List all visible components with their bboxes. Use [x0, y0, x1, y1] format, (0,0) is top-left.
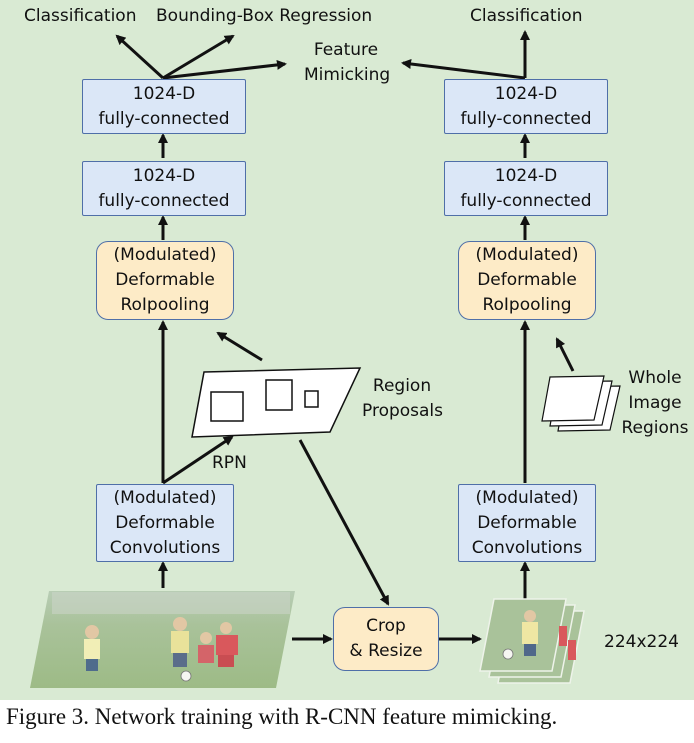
mimicking-arrow — [401, 30, 530, 80]
crop-resize-box: Crop & Resize — [333, 607, 439, 671]
left-classification-label: Classification — [24, 6, 137, 26]
feature-mimicking-label: Feature Mimicking — [304, 40, 391, 85]
figure-caption: Figure 3. Network training with R-CNN fe… — [6, 704, 558, 729]
rpn-label: RPN — [212, 453, 247, 473]
left-conv-box: (Modulated) Deformable Convolutions — [96, 484, 234, 562]
right-fc1-box: 1024-D fully-connected — [444, 161, 608, 216]
size-label: 224x224 — [604, 632, 679, 652]
region-proposals-graphic — [191, 367, 362, 438]
right-vertical-arrows — [520, 133, 575, 600]
input-image — [30, 591, 295, 688]
right-classification-label: Classification — [470, 6, 583, 26]
left-fc2-box: 1024-D fully-connected — [82, 79, 246, 134]
cropped-images-graphic — [479, 598, 585, 684]
right-conv-box: (Modulated) Deformable Convolutions — [458, 484, 596, 562]
left-output-arrows — [115, 34, 287, 80]
right-fc2-box: 1024-D fully-connected — [444, 79, 608, 134]
left-vertical-arrows — [158, 133, 482, 644]
right-roipooling-box: (Modulated) Deformable RoIpooling — [458, 241, 596, 320]
left-fc1-box: 1024-D fully-connected — [82, 161, 246, 216]
diagram-graphics — [30, 30, 621, 688]
region-proposals-label: Region Proposals — [362, 376, 444, 421]
whole-image-regions-graphic — [541, 375, 621, 432]
bbox-regression-label: Bounding-Box Regression — [156, 6, 373, 26]
whole-image-regions-label: Whole Image Regions — [621, 368, 689, 438]
left-roipooling-box: (Modulated) Deformable RoIpooling — [96, 241, 234, 320]
